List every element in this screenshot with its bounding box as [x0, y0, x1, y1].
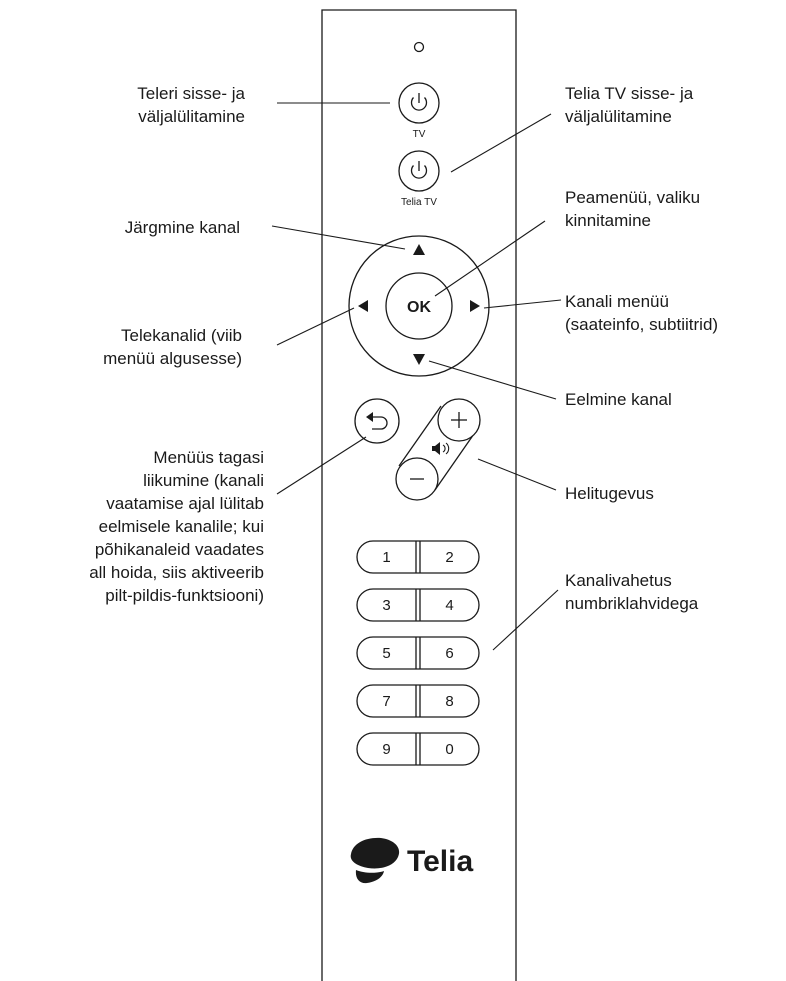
back-arrow-head [366, 412, 373, 422]
number-key-5[interactable]: 5 [382, 645, 390, 662]
ok-button[interactable] [385, 272, 453, 340]
label-back: Menüüs tagasi liikumine (kanali vaatamis… [89, 448, 264, 605]
number-key-4[interactable]: 4 [445, 597, 453, 614]
number-key-0[interactable]: 0 [445, 741, 453, 758]
number-key-3[interactable]: 3 [382, 597, 390, 614]
label-prev-channel: Eelmine kanal [565, 390, 672, 409]
remote-body [321, 9, 517, 981]
arrow-left-icon[interactable] [358, 300, 368, 312]
back-button[interactable] [354, 398, 400, 444]
speaker-icon [432, 442, 440, 455]
label-volume: Helitugevus [565, 484, 654, 503]
keypad-row-outline [356, 636, 480, 670]
label-channel-menu: Kanali menüü (saateinfo, subtiitrid) [565, 292, 719, 334]
tv-power-button[interactable] [398, 82, 440, 124]
back-arrow-icon [371, 416, 388, 430]
tv-power-icon [410, 93, 428, 111]
label-number-keys: Kanalivahetus numbriklahvidega [565, 571, 699, 613]
label-next-channel: Järgmine kanal [124, 218, 240, 237]
telia-logo-icon [350, 837, 400, 884]
telia-logo-text: Telia [407, 845, 473, 878]
telia-tv-power-button[interactable] [398, 150, 440, 192]
arrow-down-icon[interactable] [413, 354, 425, 365]
telia-tv-caption: Telia TV [401, 197, 437, 208]
telia-logo: Telia [350, 837, 473, 884]
number-key-2[interactable]: 2 [445, 549, 453, 566]
telia-tv-power-icon [410, 161, 428, 179]
number-key-9[interactable]: 9 [382, 741, 390, 758]
label-tv-channels: Telekanalid (viib menüü algusesse) [103, 326, 242, 368]
volume-rocker[interactable] [395, 398, 481, 501]
keypad-row-outline [356, 588, 480, 622]
number-key-6[interactable]: 6 [445, 645, 453, 662]
keypad-row-outline [356, 732, 480, 766]
speaker-waves [442, 442, 450, 455]
tv-caption: TV [413, 129, 426, 140]
keypad-row-outline [356, 540, 480, 574]
number-key-7[interactable]: 7 [382, 693, 390, 710]
label-tv-power: Teleri sisse- ja väljalülitamine [137, 84, 245, 126]
label-main-menu: Peamenüü, valiku kinnitamine [565, 188, 701, 230]
number-key-1[interactable]: 1 [382, 549, 390, 566]
number-key-8[interactable]: 8 [445, 693, 453, 710]
keypad-row-outline [356, 684, 480, 718]
ok-label: OK [407, 299, 431, 316]
label-telia-power: Telia TV sisse- ja väljalülitamine [565, 84, 694, 126]
arrow-up-icon[interactable] [413, 244, 425, 255]
arrow-right-icon[interactable] [470, 300, 480, 312]
indicator-led [413, 41, 425, 53]
